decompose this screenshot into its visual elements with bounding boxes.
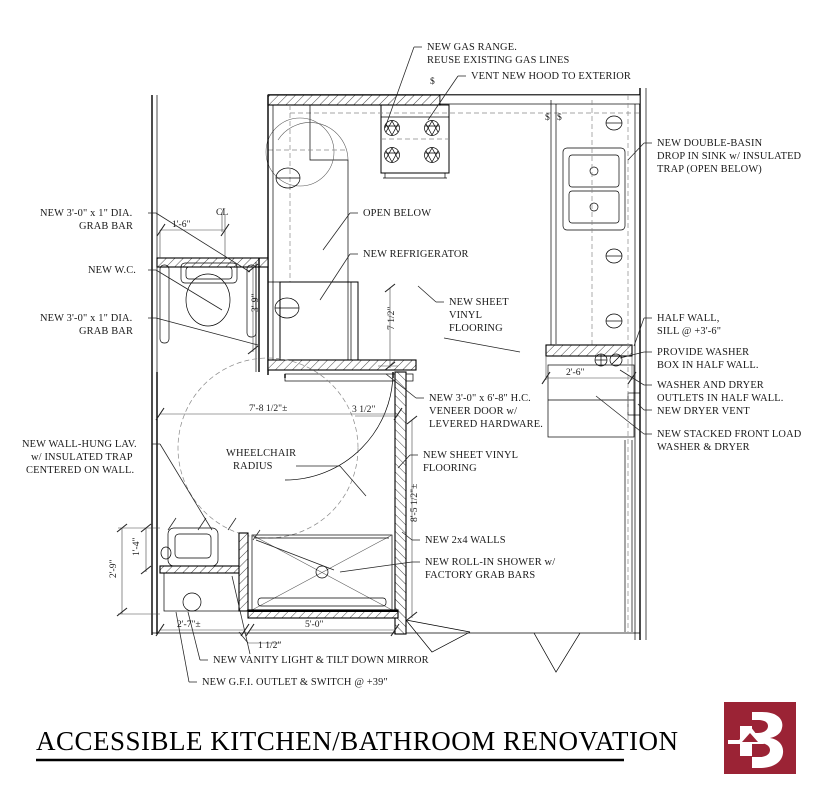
note-grab-bar-top-line1: NEW 3'-0" x 1" DIA. (40, 208, 132, 219)
note-gas-range-line1: NEW GAS RANGE. (427, 42, 517, 53)
note-half-wall-line2: SILL @ +3'-6" (657, 326, 721, 337)
leader-lines (148, 46, 652, 683)
note-sheet-vinyl-mid-line2: VINYL (449, 310, 482, 321)
svg-text:$: $ (430, 76, 435, 87)
note-grab-bar-top-line2: GRAB BAR (79, 221, 133, 232)
gas-symbols: $ $ $ (430, 76, 562, 123)
note-wheelchair-line1: WHEELCHAIR (226, 448, 296, 459)
gas-range (380, 104, 450, 179)
note-grab-bar-bottom-line2: GRAB BAR (79, 326, 133, 337)
note-vanity-light: NEW VANITY LIGHT & TILT DOWN MIRROR (213, 655, 429, 666)
annotation-text: NEW GAS RANGE. REUSE EXISTING GAS LINES … (22, 42, 802, 688)
company-logo (724, 702, 796, 774)
note-wd-outlets-line2: OUTLETS IN HALF WALL. (657, 393, 783, 404)
note-gas-range-line2: REUSE EXISTING GAS LINES (427, 55, 569, 66)
dim-lav-width: 2'-7"± (177, 619, 201, 630)
sheet-title: ACCESSIBLE KITCHEN/BATHROOM RENOVATION (36, 726, 679, 756)
svg-text:$: $ (545, 112, 550, 123)
note-refrigerator: NEW REFRIGERATOR (363, 249, 469, 260)
note-gfi-outlet: NEW G.F.I. OUTLET & SWITCH @ +39" (202, 677, 388, 688)
sheet-title-block: ACCESSIBLE KITCHEN/BATHROOM RENOVATION (36, 726, 679, 762)
note-door-line1: NEW 3'-0" x 6'-8" H.C. (429, 393, 531, 404)
note-lav-line1: NEW WALL-HUNG LAV. (22, 439, 137, 450)
double-basin-sink (562, 147, 626, 231)
grab-bars (159, 264, 257, 344)
half-wall (545, 344, 633, 357)
dim-centerline-symbol: C̸L (216, 207, 228, 218)
dim-lav-total: 2'-9" (108, 559, 119, 578)
note-sheet-vinyl-low-line2: FLOORING (423, 463, 477, 474)
burner-icons (384, 120, 440, 163)
dim-lav-height: 1'-4" (131, 537, 142, 556)
laundry-sink-area: $ $ $ (430, 76, 641, 632)
stacked-washer-dryer (547, 364, 635, 438)
note-wd-outlets-line1: WASHER AND DRYER (657, 380, 764, 391)
note-wheelchair-line2: RADIUS (233, 461, 273, 472)
note-dryer-vent: NEW DRYER VENT (657, 406, 750, 417)
svg-text:$: $ (557, 112, 562, 123)
note-sink-line1: NEW DOUBLE-BASIN (657, 138, 763, 149)
corner-cabinet (265, 104, 349, 283)
dim-counter-depth: 7 1/2" (386, 307, 397, 330)
note-sheet-vinyl-low-line1: NEW SHEET VINYL (423, 450, 518, 461)
dim-door-jamb: 3 1/2" (352, 404, 375, 415)
note-sheet-vinyl-mid-line1: NEW SHEET (449, 297, 509, 308)
note-washer-box-line1: PROVIDE WASHER (657, 347, 749, 358)
dimension-lines (116, 212, 637, 644)
dim-grab-bar-offset: 1'-6" (172, 219, 191, 230)
note-open-below: OPEN BELOW (363, 208, 431, 219)
washer-box-symbols (594, 353, 623, 367)
bathroom-right-wall (394, 371, 407, 635)
note-lav-line3: CENTERED ON WALL. (26, 465, 134, 476)
dim-half-wall-len: 2'-6" (566, 367, 585, 378)
dim-wheelchair-span: 7'-8 1/2"± (249, 403, 287, 414)
dim-wc-clear: 3'-9" (250, 293, 261, 312)
wall-hung-lav (160, 527, 219, 571)
note-shower-line1: NEW ROLL-IN SHOWER w/ (425, 557, 555, 568)
note-door-line2: VENEER DOOR w/ (429, 406, 517, 417)
kitchen-area (265, 94, 641, 382)
note-water-closet: NEW W.C. (88, 265, 136, 276)
note-lav-line2: w/ INSULATED TRAP (31, 452, 133, 463)
bathroom-area (156, 257, 581, 673)
note-half-wall-line1: HALF WALL, (657, 313, 720, 324)
note-sink-line3: TRAP (OPEN BELOW) (657, 164, 762, 175)
dim-wall-thickness: 1 1/2" (258, 640, 281, 651)
water-closet (180, 262, 238, 327)
dimension-text: 1'-6" C̸L 3'-9" 7 1/2" 7'-8 1/2"± 3 1/2"… (108, 207, 585, 651)
wheelchair-radius-circle (177, 357, 359, 539)
note-grab-bar-bottom-line1: NEW 3'-0" x 1" DIA. (40, 313, 132, 324)
note-stacked-wd-line2: WASHER & DRYER (657, 442, 750, 453)
refrigerator (274, 281, 359, 361)
note-door-line3: LEVERED HARDWARE. (429, 419, 543, 430)
note-stacked-wd-line1: NEW STACKED FRONT LOAD (657, 429, 802, 440)
note-washer-box-line2: BOX IN HALF WALL. (657, 360, 759, 371)
note-shower-line2: FACTORY GRAB BARS (425, 570, 535, 581)
logo-glyph-b (728, 712, 784, 768)
dim-shower-width: 5'-0" (305, 619, 324, 630)
door-swing-arc (284, 371, 394, 481)
note-vent-hood: VENT NEW HOOD TO EXTERIOR (471, 71, 631, 82)
outlet-symbols (605, 115, 623, 329)
note-sink-line2: DROP IN SINK w/ INSULATED (657, 151, 802, 162)
note-sheet-vinyl-mid-line3: FLOORING (449, 323, 503, 334)
note-2x4-walls: NEW 2x4 WALLS (425, 535, 506, 546)
dim-bath-depth: 8'-5 1/2"± (409, 484, 420, 522)
